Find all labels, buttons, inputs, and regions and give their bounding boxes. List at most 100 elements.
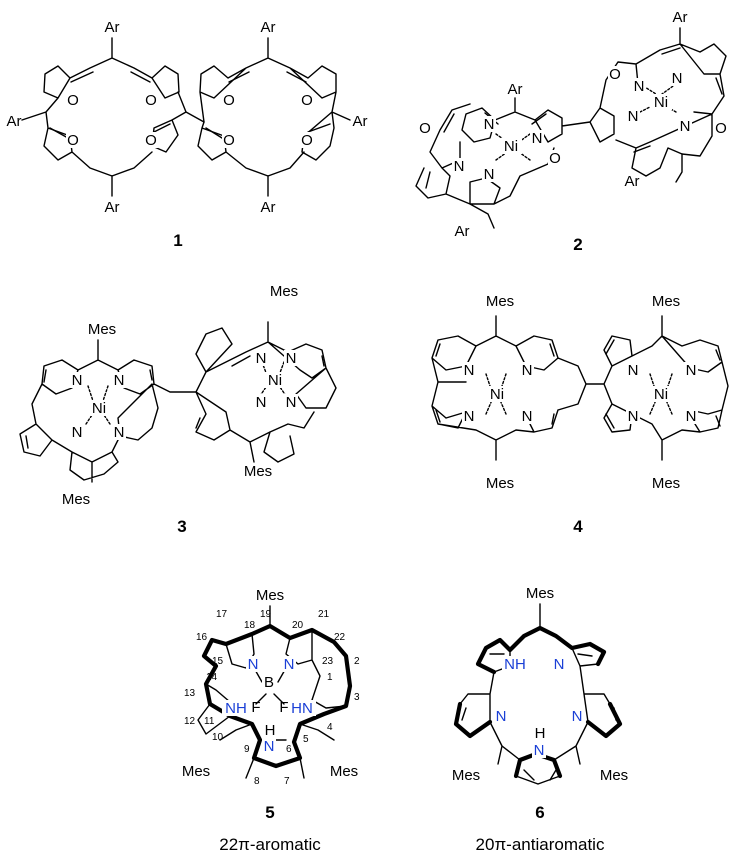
compound-1-oxygen: O [301,92,313,109]
compound-5-locant: 11 [204,716,215,727]
compound-6-structure: Mes Mes Mes NH N N N H N 6 20π-antiaroma… [452,585,628,854]
compound-1-oxygen: O [223,92,235,109]
compound-2-nitrogen: N [532,130,543,147]
compound-2-nitrogen: N [680,118,691,135]
compound-5-boron: B [264,674,274,691]
compound-1-aryl-left: Ar [7,113,22,130]
compound-5-fluorine: F [279,699,288,716]
compound-3-mesityl-top: Mes [270,283,298,300]
compound-1-oxygen: O [223,132,235,149]
compound-6-mesityl-right: Mes [600,767,628,784]
compound-1-aryl-top-left: Ar [105,19,120,36]
compound-4-label: 4 [573,517,583,536]
compound-2-aryl-top-right: Ar [673,9,688,26]
compound-3-nitrogen: N [114,372,125,389]
compound-2-nickel: Ni [654,94,668,111]
compound-2-nitrogen: N [484,166,495,183]
compound-1-oxygen: O [67,92,79,109]
compound-3-nitrogen: N [286,394,297,411]
compound-6-mesityl-left: Mes [452,767,480,784]
compound-2-oxygen: O [549,150,561,167]
compound-5-hydrogen: H [265,722,276,739]
compound-3-nitrogen: N [72,424,83,441]
compound-4-nitrogen: N [628,362,639,379]
compound-6-nitrogen-top: N [554,656,565,673]
compound-1-oxygen: O [145,132,157,149]
compound-1-aryl-right: Ar [353,113,368,130]
compound-5-locant: 19 [260,609,272,620]
compound-2-oxygen: O [419,120,431,137]
compound-4-nitrogen: N [464,362,475,379]
compound-1-oxygen: O [301,132,313,149]
compound-5-locant: 16 [196,632,208,643]
compound-3-nickel: Ni [268,372,282,389]
compound-3-mesityl-bottom: Mes [62,491,90,508]
compound-4-mesityl-top-right: Mes [652,293,680,310]
compound-4-mesityl-bottom-right: Mes [652,475,680,492]
compound-4-nickel: Ni [654,386,668,403]
compound-5-nitrogen: N [248,656,259,673]
compound-5-caption: 22π-aromatic [219,835,321,854]
compound-5-mesityl-top: Mes [256,587,284,604]
compound-2-nitrogen: N [634,78,645,95]
compound-5-locant: 3 [354,692,360,703]
compound-1-aryl-bottom-left: Ar [105,199,120,216]
compound-1-aryl-bottom-right: Ar [261,199,276,216]
compound-5-structure: Mes Mes Mes N N B F F NH HN H N 1 2 3 4 … [182,587,360,854]
compound-3-nickel: Ni [92,400,106,417]
compound-5-locant: 4 [327,722,333,733]
compound-5-locant: 21 [318,609,330,620]
compound-6-label: 6 [535,803,544,822]
compound-1-structure: Ar Ar Ar Ar Ar Ar O O O O O O O O 1 [7,18,368,250]
compound-4-structure: Mes Mes Mes Mes N N N N Ni N N N N Ni 4 [431,293,729,536]
compound-2-aryl-bottom-right: Ar [625,173,640,190]
compound-5-locant: 6 [286,744,292,755]
compound-2-aryl-bottom-left: Ar [455,223,470,240]
compound-4-nitrogen: N [686,408,697,425]
compound-5-locant: 2 [354,656,360,667]
compound-2-nitrogen: N [672,70,683,87]
compound-5-nitrogen-bottom: N [264,738,275,755]
compound-6-mesityl-top: Mes [526,585,554,602]
compound-5-locant: 9 [244,744,250,755]
compound-4-nickel: Ni [490,386,504,403]
compound-1-oxygen: O [67,132,79,149]
compound-5-locant: 1 [327,672,333,683]
compound-2-aryl-top: Ar [508,81,523,98]
compound-4-mesityl-bottom-left: Mes [486,475,514,492]
compound-4-nitrogen: N [686,362,697,379]
compound-5-label: 5 [265,803,274,822]
compound-5-locant: 5 [303,734,309,745]
compound-5-locant: 14 [206,672,218,683]
compound-4-nitrogen: N [522,362,533,379]
compound-1-oxygen: O [145,92,157,109]
compound-5-fluorine: F [251,699,260,716]
compound-5-nitrogen: N [284,656,295,673]
compound-5-locant: 7 [284,776,290,787]
compound-3-mesityl-left: Mes [88,321,116,338]
compound-3-nitrogen: N [286,350,297,367]
compound-5-locant: 20 [292,620,304,631]
compound-4-nitrogen: N [464,408,475,425]
compound-3-label: 3 [177,517,186,536]
compound-5-locant: 22 [334,632,346,643]
compound-6-nitrogen-left: N [496,708,507,725]
compound-3-nitrogen: N [114,424,125,441]
compound-2-structure: Ar Ar Ar Ar O O O O N N N N Ni N N N N N… [415,9,728,254]
compound-5-mesityl-right: Mes [330,763,358,780]
compound-3-mesityl-right: Mes [244,463,272,480]
compound-4-mesityl-top-left: Mes [486,293,514,310]
compound-2-nickel: Ni [504,138,518,155]
compound-6-nitrogen-right: N [572,708,583,725]
compound-5-locant: 13 [184,688,196,699]
compound-2-nitrogen: N [628,108,639,125]
compound-2-oxygen: O [715,120,727,137]
compound-6-nitrogen-bottom: N [534,742,545,759]
compound-2-nitrogen: N [454,158,465,175]
compound-5-locant: 12 [184,716,196,727]
compound-3-structure: Mes Mes Mes Mes N N N N Ni N N N N Ni 3 [19,283,337,536]
compound-2-nitrogen: N [484,116,495,133]
compound-5-mesityl-left: Mes [182,763,210,780]
compound-5-locant: 17 [216,609,228,620]
